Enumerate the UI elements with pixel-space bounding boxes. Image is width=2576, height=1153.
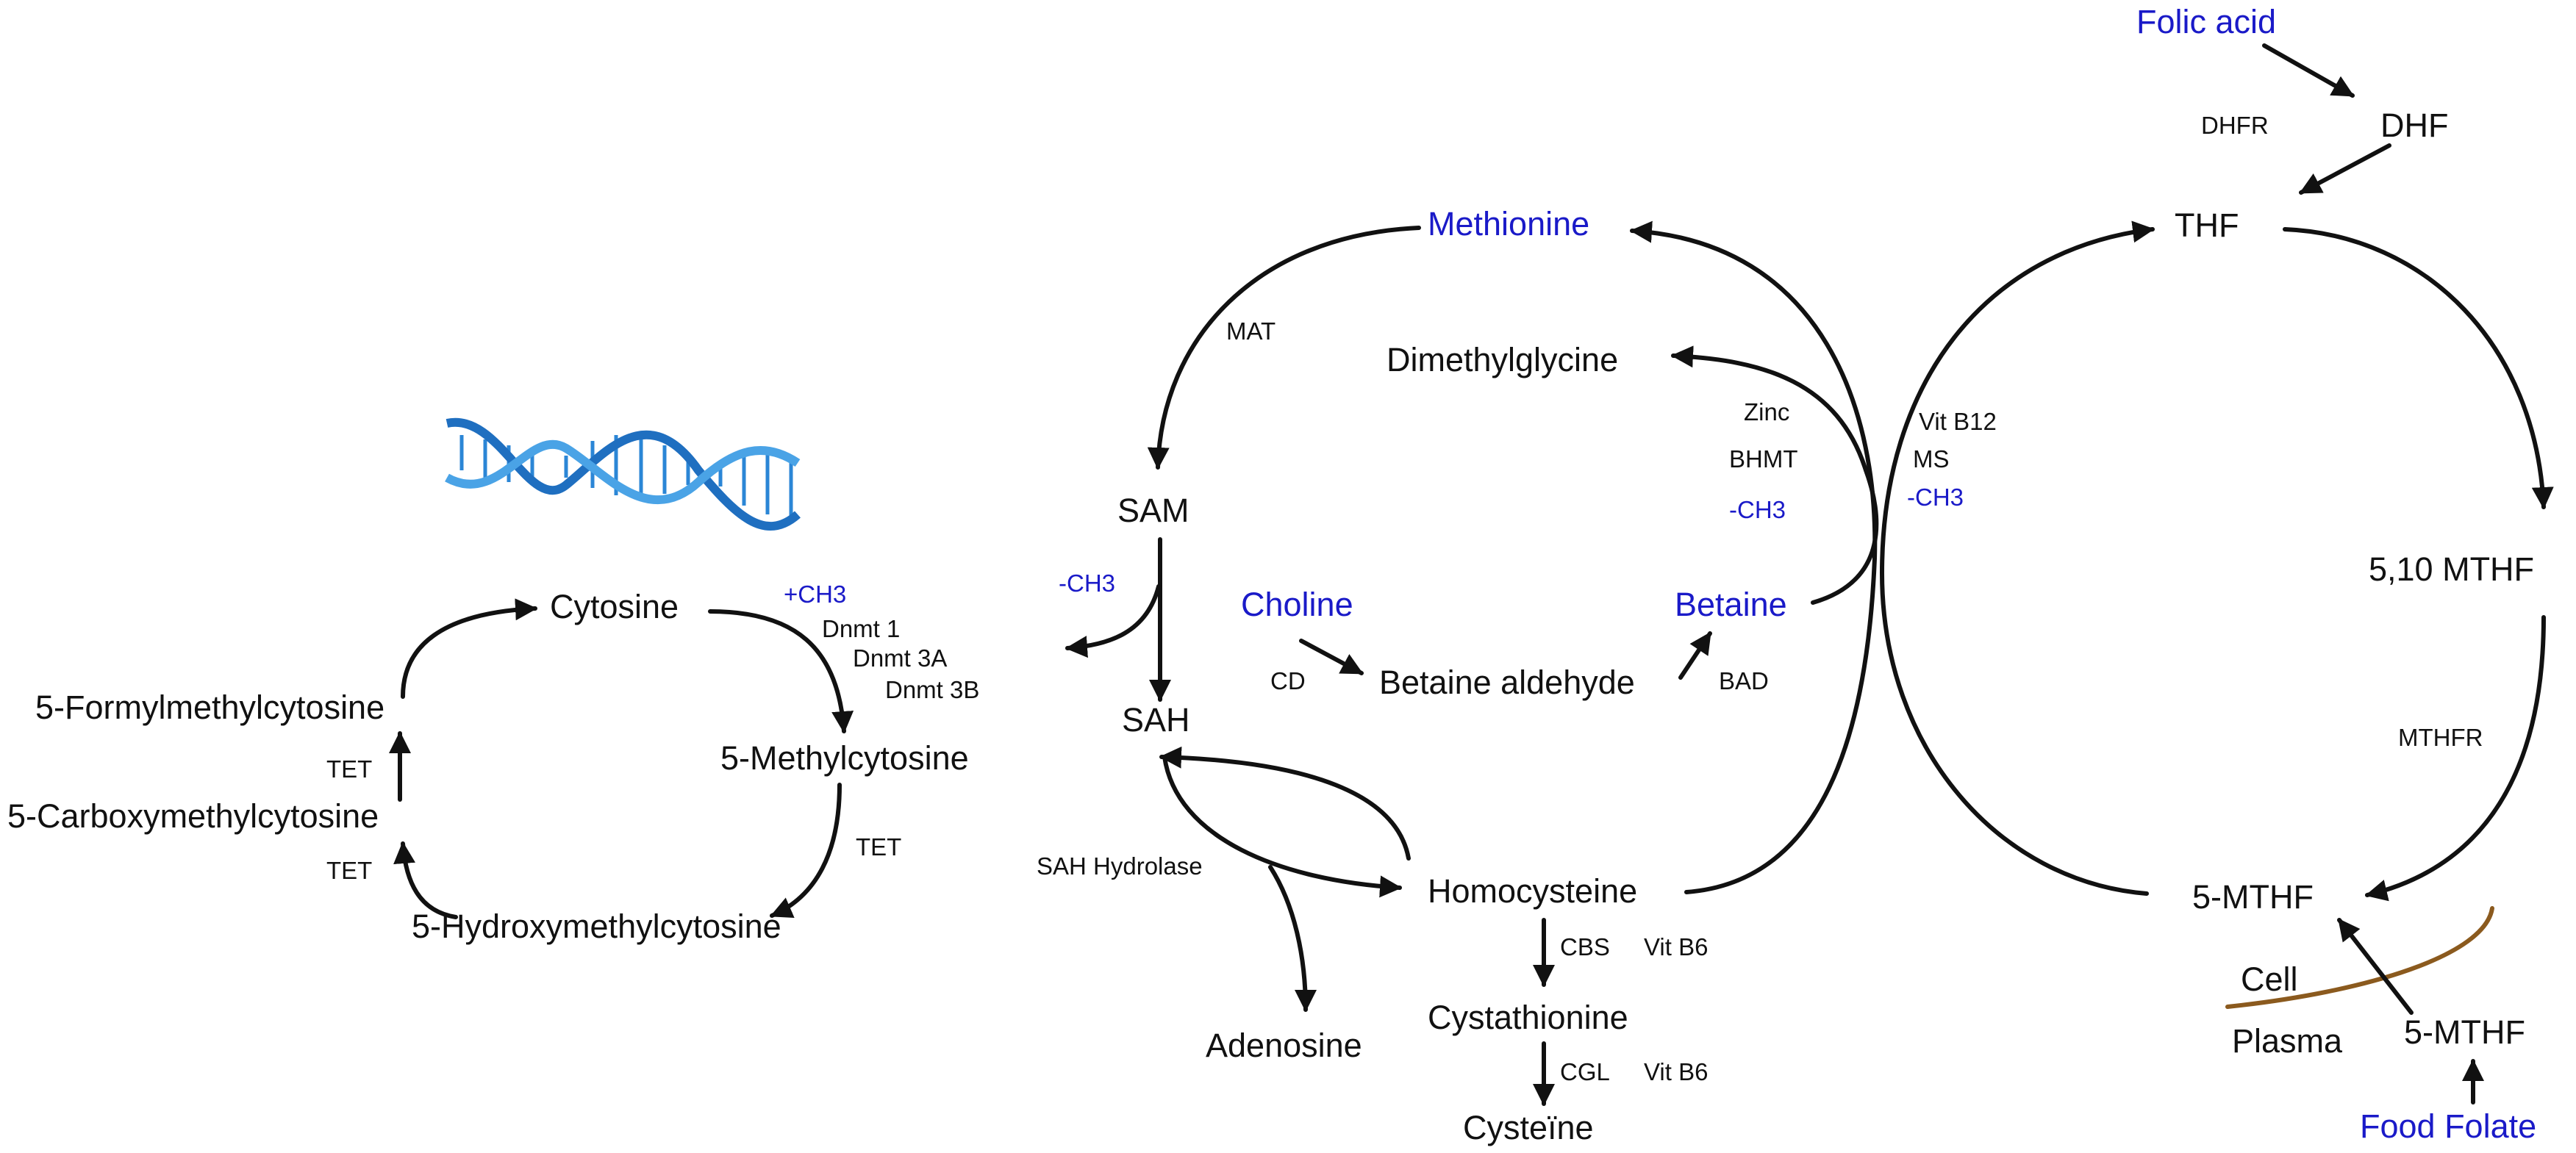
label-tet-hydroxy-to-carboxy: TET	[326, 857, 372, 884]
node-betaine-aldehyde: Betaine aldehyde	[1379, 664, 1635, 701]
node-5-mthf: 5-MTHF	[2192, 878, 2314, 916]
node-adenosine: Adenosine	[1206, 1027, 1362, 1064]
label-minus-ch3-sam: -CH3	[1059, 570, 1115, 597]
arrow-5-mthf-to-thf	[1879, 220, 2155, 896]
label-minus-ch3-ms: -CH3	[1907, 484, 1964, 511]
label-cell: Cell	[2241, 960, 2298, 998]
label-ms: MS	[1913, 445, 1950, 473]
node-5-mthf-plasma: 5-MTHF	[2404, 1013, 2525, 1051]
node-dhf: DHF	[2380, 107, 2448, 144]
label-vit-b6-cbs: Vit B6	[1644, 933, 1708, 960]
arrow-5-10-mthf-to-5-mthf	[2365, 615, 2546, 902]
arrow-sah-to-homocysteine	[1162, 755, 1402, 898]
label-dhfr: DHFR	[2201, 112, 2269, 139]
arrow-choline-to-betaine-aldehyde	[1299, 639, 1364, 675]
label-zinc: Zinc	[1744, 398, 1789, 425]
label-dnmt3a: Dnmt 3A	[853, 644, 947, 672]
arrow-cytosine-to-methylcytosine	[708, 609, 854, 733]
node-choline: Choline	[1241, 586, 1353, 623]
arrow-sah-hydrolase-to-adenosine	[1268, 865, 1317, 1012]
label-plasma: Plasma	[2232, 1022, 2343, 1060]
label-bad: BAD	[1719, 667, 1769, 694]
node-5-formylmethylcytosine: 5-Formylmethylcytosine	[35, 689, 384, 726]
label-cd: CD	[1270, 667, 1306, 694]
label-dnmt1: Dnmt 1	[822, 615, 900, 642]
label-tet-methyl-to-hydroxy: TET	[856, 833, 901, 861]
label-cbs: CBS	[1560, 933, 1610, 960]
node-betaine: Betaine	[1675, 586, 1787, 623]
arrow-dhf-to-thf	[2299, 143, 2391, 195]
node-5-hydroxymethylcytosine: 5-Hydroxymethylcytosine	[412, 908, 781, 945]
arrow-plasma-5-mthf-into-cell	[2337, 918, 2414, 1015]
arrow-thf-to-5-10-mthf	[2283, 227, 2554, 509]
label-plus-ch3: +CH3	[784, 581, 846, 608]
label-mat: MAT	[1226, 317, 1276, 345]
label-vit-b12: Vit B12	[1919, 408, 1997, 435]
label-mthfr: MTHFR	[2398, 724, 2483, 751]
arrow-formylmethylcytosine-to-cytosine	[401, 598, 537, 699]
node-thf: THF	[2175, 206, 2239, 244]
arrow-homocysteine-to-methionine	[1630, 220, 1878, 894]
node-5-methylcytosine: 5-Methylcytosine	[720, 739, 969, 777]
label-sah-hydrolase: SAH Hydrolase	[1037, 852, 1203, 880]
arrow-methylcytosine-to-hydroxymethylcytosine	[770, 783, 842, 919]
dna-double-helix-icon	[445, 417, 801, 531]
node-5-10-mthf: 5,10 MTHF	[2369, 550, 2534, 588]
label-bhmt: BHMT	[1729, 445, 1798, 473]
node-cystathionine: Cystathionine	[1428, 999, 1628, 1036]
arrow-betaine-to-dimethylglycine	[1671, 345, 1879, 605]
label-tet-carboxy-to-formyl: TET	[326, 755, 372, 783]
node-food-folate: Food Folate	[2360, 1107, 2536, 1145]
node-sah: SAH	[1122, 701, 1190, 739]
node-homocysteine: Homocysteine	[1428, 872, 1637, 910]
arrow-betaine-aldehyde-to-betaine	[1678, 631, 1712, 680]
node-cytosine: Cytosine	[550, 588, 679, 625]
node-5-carboxymethylcytosine: 5-Carboxymethylcytosine	[7, 797, 379, 835]
folate-cycle: Folic acid DHFR DHF THF Vit B12 MS -CH3 …	[1879, 3, 2554, 1145]
node-cysteine: Cysteïne	[1463, 1109, 1594, 1146]
cell-membrane-line	[2225, 906, 2494, 1009]
betaine-pathway: Dimethylglycine Zinc BHMT -CH3 Choline C…	[1241, 220, 1879, 894]
arrow-methyl-group-release	[1065, 584, 1161, 658]
node-folic-acid: Folic acid	[2136, 3, 2276, 40]
arrow-folic-acid-to-dhf	[2262, 43, 2355, 98]
label-minus-ch3-bhmt: -CH3	[1729, 496, 1786, 523]
label-cgl: CGL	[1560, 1058, 1610, 1085]
arrow-homocysteine-to-sah	[1159, 746, 1411, 861]
label-dnmt3b: Dnmt 3B	[885, 676, 979, 703]
label-vit-b6-cgl: Vit B6	[1644, 1058, 1708, 1085]
dna-methylation-cycle: Cytosine 5-Methylcytosine 5-Hydroxymethy…	[7, 581, 979, 945]
arrow-hydroxymethylcytosine-to-carboxymethylcytosine	[393, 841, 458, 919]
methionine-cycle: Methionine MAT SAM -CH3 SAH SAH Hydrolas…	[1037, 205, 1708, 1146]
node-methionine: Methionine	[1428, 205, 1589, 243]
arrow-methionine-to-sam	[1147, 226, 1421, 470]
node-dimethylglycine: Dimethylglycine	[1387, 341, 1618, 378]
node-sam: SAM	[1117, 492, 1189, 529]
